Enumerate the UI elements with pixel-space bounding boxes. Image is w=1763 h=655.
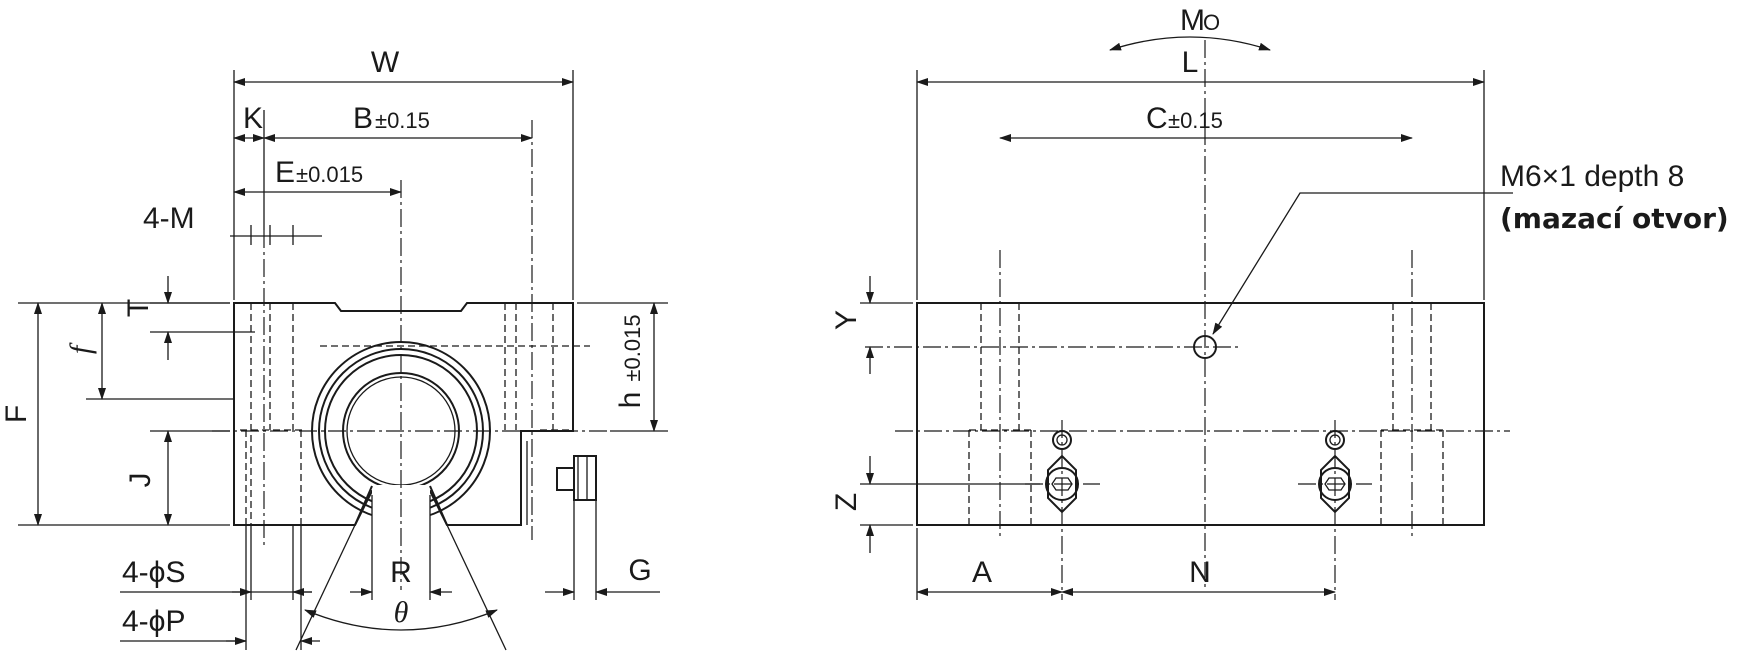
- note-lube-hole: (mazací otvor): [1500, 202, 1729, 235]
- dim-label-B: B: [353, 102, 373, 135]
- front-view: W K B ±0.15 E ±0.015 4-M T f F: [0, 46, 668, 651]
- dim-label-Z: Z: [830, 493, 863, 511]
- dim-tol-C: ±0.15: [1168, 108, 1223, 133]
- dim-label-Mo: M: [1180, 4, 1205, 37]
- dim-label-L: L: [1182, 46, 1199, 79]
- dim-label-S: 4-ϕS: [122, 556, 186, 589]
- clamp-screw: [556, 455, 597, 501]
- dim-tol-E: ±0.015: [296, 162, 363, 187]
- dim-label-J: J: [124, 473, 157, 488]
- dim-label-h: h: [614, 392, 647, 409]
- dim-label-Y: Y: [830, 310, 863, 330]
- hidden-bolt-holes: [240, 303, 590, 525]
- dim-label-F: F: [0, 405, 33, 423]
- dim-tol-h: ±0.015: [620, 314, 645, 381]
- dim-label-E: E: [275, 156, 295, 189]
- dim-label-M: 4-M: [143, 202, 195, 235]
- screw-heads: [1025, 420, 1372, 600]
- dim-label-Mo-sub: O: [1203, 10, 1220, 35]
- dim-label-theta: θ: [394, 596, 409, 629]
- hidden-bolt-holes-side: [968, 303, 1444, 525]
- dim-tol-B: ±0.15: [375, 108, 430, 133]
- dim-label-W: W: [371, 46, 400, 79]
- note-thread: M6×1 depth 8: [1500, 160, 1684, 193]
- dim-label-N: N: [1189, 556, 1211, 589]
- dim-label-A: A: [972, 556, 992, 589]
- dim-label-T: T: [122, 299, 155, 317]
- dim-label-f: f: [64, 342, 97, 354]
- dim-label-G: G: [628, 554, 651, 587]
- dim-label-R: R: [390, 556, 412, 589]
- dim-label-K: K: [243, 102, 263, 135]
- dim-label-C: C: [1146, 102, 1168, 135]
- housing-side-outline: [916, 302, 1485, 526]
- dim-label-P: 4-ϕP: [122, 605, 186, 638]
- side-view: M O L C ±0.15 M6×1 depth 8 (mazací otvor…: [830, 4, 1729, 600]
